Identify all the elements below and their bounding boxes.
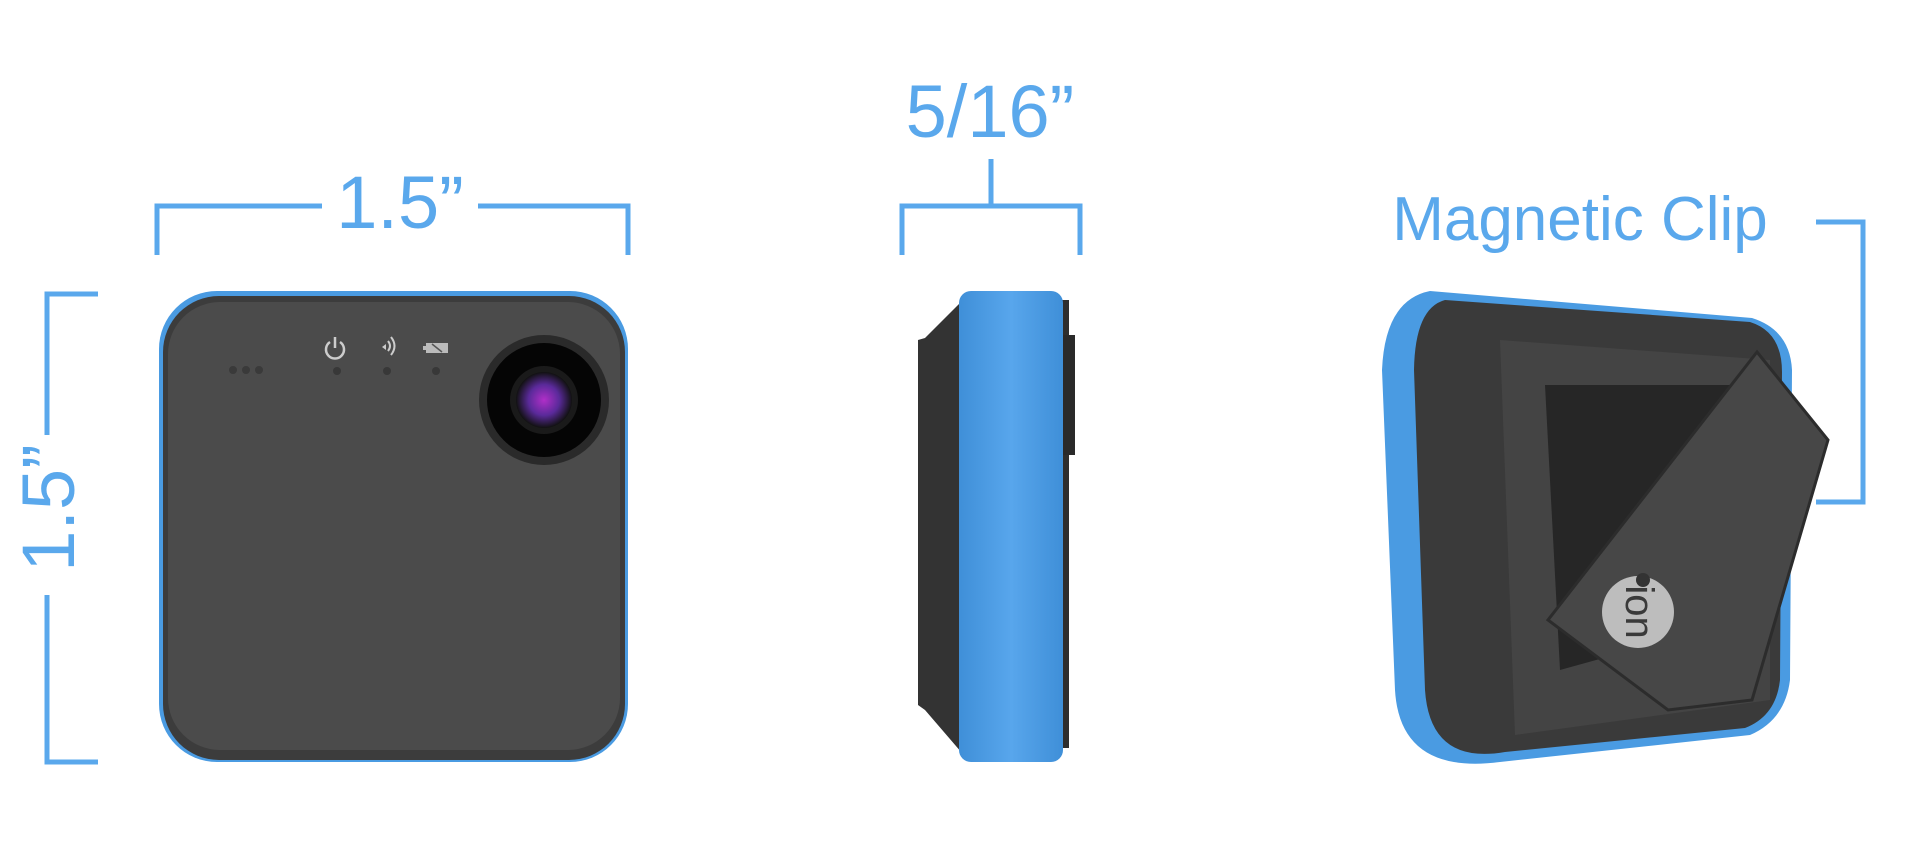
- height-bracket-top: [44, 291, 98, 435]
- height-bracket-bottom: [44, 595, 98, 765]
- power-led: [333, 367, 341, 375]
- width-label: 1.5”: [336, 161, 464, 244]
- camera-front-view: [159, 291, 628, 762]
- wifi-led: [383, 367, 391, 375]
- depth-label: 5/16”: [906, 70, 1075, 153]
- height-dimension: 1.5”: [7, 291, 98, 765]
- width-bracket-left: [154, 203, 322, 255]
- status-dot: [255, 366, 263, 374]
- clip-dimension: Magnetic Clip: [1392, 185, 1866, 505]
- ion-logo-text: ion: [1617, 585, 1661, 638]
- width-dimension: 1.5”: [154, 161, 631, 255]
- battery-led: [432, 367, 440, 375]
- battery-icon: [423, 343, 448, 375]
- ion-logo-dot: [1636, 573, 1650, 587]
- camera-back-view-with-clip: ion: [1382, 291, 1830, 764]
- height-label: 1.5”: [7, 444, 90, 572]
- side-blue-band: [959, 291, 1063, 762]
- side-front-edge: [1060, 300, 1069, 748]
- depth-dimension: 5/16”: [899, 70, 1083, 255]
- clip-label: Magnetic Clip: [1392, 185, 1768, 254]
- magnetic-clip: ion: [1545, 349, 1830, 712]
- depth-bracket: [899, 203, 1083, 255]
- side-back-shell: [918, 293, 970, 760]
- power-icon: [324, 337, 346, 375]
- status-dot: [242, 366, 250, 374]
- side-lens-bump: [1063, 335, 1075, 455]
- lens: [479, 335, 609, 465]
- ion-logo: [1602, 576, 1674, 648]
- wifi-icon: [382, 336, 396, 375]
- camera-side-view: [918, 291, 1075, 762]
- width-bracket-right: [478, 203, 631, 255]
- clip-bracket: [1816, 219, 1866, 505]
- status-dots: [229, 366, 263, 374]
- status-dot: [229, 366, 237, 374]
